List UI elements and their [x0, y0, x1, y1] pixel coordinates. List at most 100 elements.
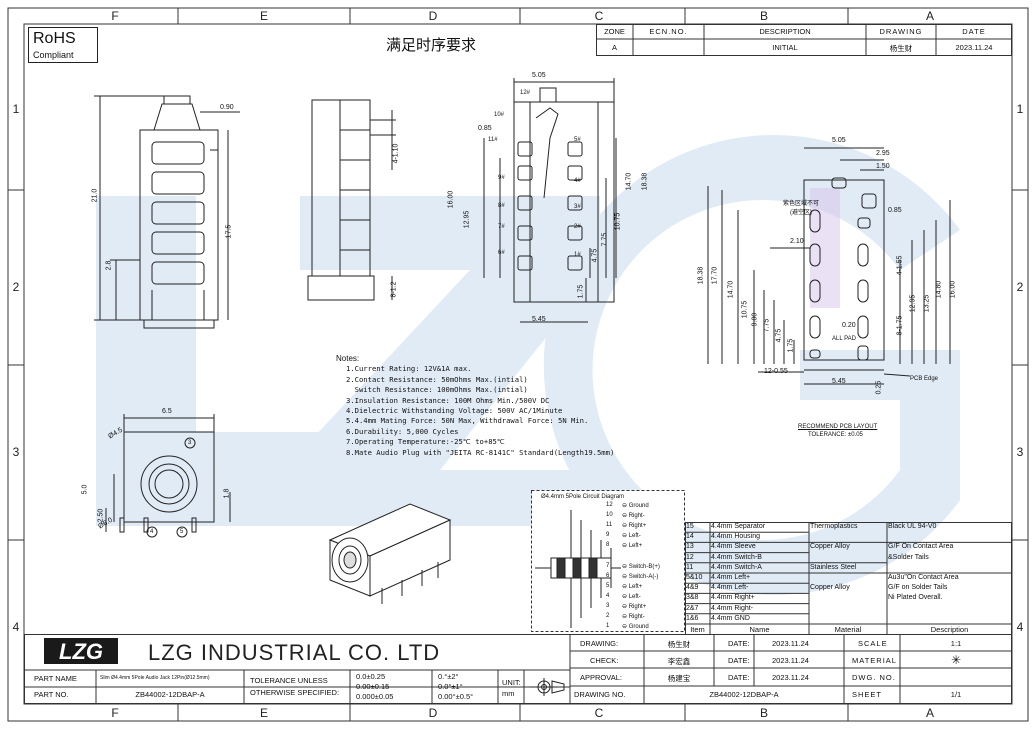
circuit-label: ⊖ Left- [622, 533, 641, 539]
pcb-dim-0-25: 0.25 [875, 380, 883, 395]
circuit-title: Ø4.4mm 5Pole Circuit Diagram [541, 494, 625, 500]
circuit-pin-number: 6 [606, 573, 610, 579]
zone-bottom-f: F [111, 706, 119, 720]
part-no-label: PART NO. [34, 690, 69, 699]
note-2b: Switch Resistance: 100mOhms Max.(intial) [346, 385, 528, 395]
pcb-dim-14-80: 14.80 [935, 280, 943, 299]
zone-left-3: 3 [12, 445, 20, 459]
notes-block: Notes: 1.Current Rating: 12V&1A max. 2.C… [336, 354, 614, 458]
angle-tol-3: 0.00°±0.5° [438, 692, 474, 701]
drawing-no-label: DRAWING NO. [574, 690, 626, 699]
rev-header-date: DATE [962, 27, 986, 36]
bom-cell: 4.4mm Right+ [711, 594, 755, 602]
rev-header-ecn: ECN.NO. [649, 27, 688, 36]
zone-top-e: E [259, 9, 268, 23]
dim-2-8: 2.8 [105, 260, 113, 271]
bom-cell: 3&8 [686, 594, 699, 602]
part-name-value: Slim Ø4.4mm 5Pole Audio Jack 12Pin(Ø12.5… [100, 675, 210, 681]
pcb-dim-12-95: 12.95 [909, 294, 917, 313]
bom-cell: 4.4mm Right- [711, 604, 754, 612]
tolerance-2: 0.00±0.15 [356, 682, 390, 691]
bom-cell: Thermoplastics [810, 523, 858, 530]
zone-right-4: 4 [1016, 620, 1024, 634]
pcb-dim-1-75: 1.75 [787, 338, 795, 353]
bom-cell: 12 [686, 553, 694, 561]
pin-label-1: 1# [574, 252, 581, 258]
dim-5-45: 5.45 [532, 316, 546, 323]
scale-value: 1:1 [950, 639, 962, 648]
zone-right-1: 1 [1016, 102, 1024, 116]
part-no-value: ZB44002-12DBAP-A [135, 690, 205, 699]
front-dim-6-5: 6.5 [162, 408, 172, 415]
pcb-dim-8-1-75: 8-1.75 [896, 315, 904, 336]
pcb-dim-4-75: 4.75 [775, 328, 783, 343]
zone-top-b: B [759, 9, 768, 23]
note-5: 5.4.4mm Mating Force: 50N Max, Withdrawa… [346, 416, 589, 426]
zone-left-2: 2 [12, 280, 20, 294]
date-label-2: DATE: [728, 656, 750, 665]
date-value-3: 2023.11.24 [772, 673, 809, 682]
pin-label-7: 7# [498, 224, 505, 230]
note-8: 8.Mate Audio Plug with "JEITA RC-8141C" … [346, 447, 615, 457]
angle-tol-1: 0.°±2° [438, 672, 459, 681]
dim-18-38: 18.38 [641, 172, 649, 191]
pcb-dim-17-70: 17.70 [711, 266, 719, 285]
dim-0-90: 0.90 [220, 104, 234, 111]
note-4: 4.Dielectric Withstanding Voltage: 500V … [346, 406, 563, 416]
bom-cell: 4.4mm Sleeve [711, 543, 756, 551]
pcb-layout-tolerance: TOLERANCE: ±0.05 [808, 432, 863, 438]
pcb-dim-16-00: 16.00 [949, 280, 957, 299]
target-symbol [530, 678, 565, 696]
circuit-pin-number: 3 [606, 603, 610, 609]
callout-3: 3 [188, 440, 192, 446]
circuit-pin-number: 4 [606, 593, 610, 599]
bom-cell: 4.4mm Housing [711, 533, 761, 541]
drawing-label: DRAWING: [580, 639, 619, 648]
bom-cell: 11 [686, 563, 694, 571]
callout-4: 4 [150, 529, 154, 535]
bom-cell: 4.4mm Left- [711, 584, 749, 592]
drawing-no-value: ZB44002-12DBAP-A [709, 690, 779, 699]
zone-bottom-c: C [594, 706, 604, 720]
front-view-drawing [105, 414, 231, 538]
tolerance-3: 0.000±0.05 [356, 692, 394, 701]
pin-label-3: 3# [574, 204, 581, 210]
approval-value: 杨建宝 [667, 674, 691, 683]
pcb-dim-0-85: 0.85 [888, 207, 902, 214]
approval-label: APPROVAL: [580, 673, 622, 682]
date-label-1: DATE: [728, 639, 750, 648]
rev-description: INITIAL [772, 43, 798, 52]
date-label-3: DATE: [728, 673, 750, 682]
drawing-value: 杨生财 [667, 640, 691, 649]
pcb-dim-9-00: 9.00 [751, 312, 759, 327]
pin-label-6: 6# [498, 250, 505, 256]
pin-label-12: 12# [520, 90, 531, 96]
bom-cell: 5&10 [686, 574, 703, 581]
pcb-dim-13-25: 13.25 [923, 294, 931, 313]
dim-0-85: 0.85 [478, 125, 492, 132]
bom-cell: 14 [686, 533, 694, 541]
front-dim-5-0: 5.0 [81, 484, 89, 495]
circuit-pin-number: 12 [606, 502, 613, 508]
circuit-label: ⊖ Left+ [622, 543, 643, 549]
revision-table [596, 24, 1012, 56]
circuit-pin-number: 2 [606, 613, 610, 619]
circuit-label: ⊖ Right+ [622, 523, 647, 529]
bom-cell: Copper Alloy [810, 543, 850, 551]
bom-cell: G/F On Contact Area [888, 543, 954, 551]
zone-bottom-e: E [259, 706, 268, 720]
dwg-no-label: DWG. NO. [852, 673, 896, 682]
bom-table [685, 522, 1012, 635]
bom-cell: &Solder Tails [888, 553, 929, 561]
rev-zone: A [611, 43, 617, 52]
dim-4-1-10: 4-1.10 [392, 143, 400, 164]
circuit-label: ⊖ Left- [622, 594, 641, 600]
bom-cell: Black UL 94-V0 [888, 523, 937, 530]
pin-label-5: 5# [574, 137, 581, 143]
circuit-label: ⊖ Left+ [622, 584, 643, 590]
dim-14-70: 14.70 [625, 172, 633, 191]
bom-cell: 4&9 [686, 584, 699, 592]
note-7: 7.Operating Temperature:-25℃ to+85℃ [346, 437, 505, 447]
